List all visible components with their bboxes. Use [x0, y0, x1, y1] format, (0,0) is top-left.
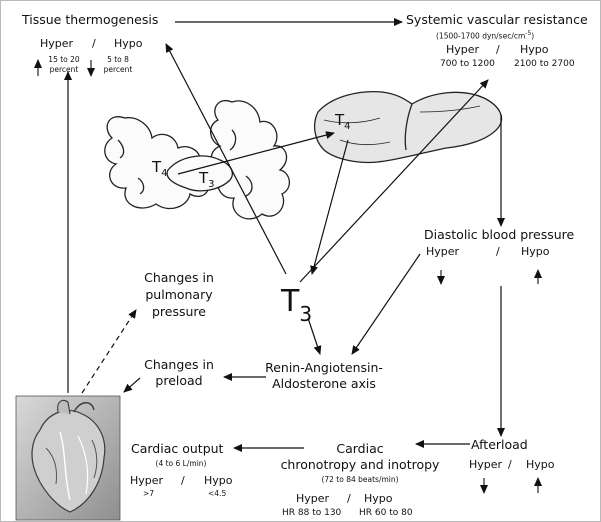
- svr-hypo-value: 2100 to 2700: [514, 59, 575, 69]
- label-t3-central: T3: [281, 287, 312, 324]
- svr-hyper-value: 700 to 1200: [440, 59, 495, 69]
- label-t4-thyroid: T4: [152, 160, 168, 179]
- output-hyper-label: Hyper: [130, 475, 163, 488]
- arrow-diastolic-to-raas: [352, 254, 420, 354]
- cardiac-rate-range: (72 to 84 beats/min): [300, 476, 420, 485]
- thermo-hyper-unit: percent: [44, 66, 84, 75]
- thermo-hypo-unit: percent: [98, 66, 138, 75]
- cardiac-slash: /: [347, 493, 351, 506]
- label-tissue-thermogenesis: Tissue thermogenesis: [22, 13, 158, 27]
- diastolic-slash: /: [496, 246, 500, 259]
- cardiac-output-range: (4 to 6 L/min): [141, 460, 221, 469]
- label-cardiac-output: Cardiac output: [131, 442, 223, 456]
- label-pulmonary-3: pressure: [134, 305, 224, 319]
- arrow-t4-to-t3: [312, 140, 348, 274]
- label-t3-thyroid: T3: [199, 171, 215, 190]
- label-preload-2: preload: [134, 374, 224, 388]
- label-raas-1: Renin-Angiotensin-: [256, 361, 392, 375]
- thermo-hypo-label: Hypo: [114, 38, 143, 51]
- output-hypo-label: Hypo: [204, 475, 233, 488]
- label-raas-2: Aldosterone axis: [256, 377, 392, 391]
- output-hyper-value: >7: [143, 490, 154, 499]
- heart-illustration: [16, 396, 120, 520]
- svr-range: (1500-1700 dyn/sec/cm-5): [436, 31, 534, 41]
- afterload-slash: /: [508, 459, 512, 472]
- cardiac-hypo-value: HR 60 to 80: [359, 508, 413, 518]
- thermo-hypo-value: 5 to 8: [98, 56, 138, 65]
- cardiac-hyper-label: Hyper: [296, 493, 329, 506]
- label-afterload: Afterload: [471, 438, 528, 452]
- arrow-heart-to-pulmonary: [82, 310, 136, 393]
- output-hypo-value: <4.5: [208, 490, 226, 499]
- cardiac-hypo-label: Hypo: [364, 493, 393, 506]
- thyroid-gland-illustration: [105, 101, 290, 219]
- afterload-hypo-label: Hypo: [526, 459, 555, 472]
- thermo-hyper-label: Hyper: [40, 38, 73, 51]
- svr-hypo-label: Hypo: [520, 44, 549, 57]
- output-slash: /: [181, 475, 185, 488]
- label-pulmonary-2: pulmonary: [134, 288, 224, 302]
- afterload-hyper-label: Hyper: [469, 459, 502, 472]
- svr-slash: /: [496, 44, 500, 57]
- label-t4-liver: T4: [335, 113, 351, 132]
- diastolic-hyper-label: Hyper: [426, 246, 459, 259]
- thermo-slash: /: [92, 38, 96, 51]
- label-systemic-vascular-resistance: Systemic vascular resistance: [406, 13, 588, 27]
- label-diastolic-blood-pressure: Diastolic blood pressure: [424, 228, 574, 242]
- thermo-hyper-value: 15 to 20: [44, 56, 84, 65]
- svr-hyper-label: Hyper: [446, 44, 479, 57]
- label-cardiac: Cardiac: [290, 442, 430, 456]
- cardiac-hyper-value: HR 88 to 130: [282, 508, 341, 518]
- label-pulmonary-1: Changes in: [134, 271, 224, 285]
- label-preload-1: Changes in: [134, 358, 224, 372]
- diastolic-hypo-label: Hypo: [521, 246, 550, 259]
- label-chronotropy-inotropy: chronotropy and inotropy: [280, 458, 440, 472]
